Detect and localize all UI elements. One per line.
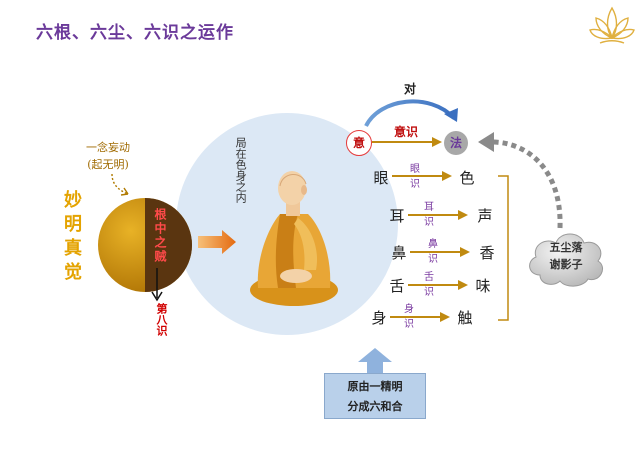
- eighth-consciousness: 第八识: [155, 303, 168, 336]
- arrow-icon: [408, 210, 468, 220]
- dotted-arrow-icon: [111, 173, 129, 196]
- organ-body: 身: [371, 309, 387, 327]
- consciousness-tongue: 舌识: [424, 272, 434, 298]
- object-form: 色: [459, 169, 475, 187]
- orb-label: 根中之贼: [153, 208, 167, 264]
- dharma-node: 法: [444, 131, 468, 155]
- arrow-icon: [390, 312, 450, 322]
- object-sound: 声: [477, 207, 493, 225]
- organ-tongue: 舌: [389, 277, 405, 295]
- object-smell: 香: [479, 244, 495, 262]
- monk-figure: [250, 171, 338, 306]
- consciousness-eye: 眼识: [410, 164, 420, 190]
- arrow-icon: [410, 247, 470, 257]
- mind-consciousness: 意识: [394, 125, 419, 139]
- arrow-icon: [408, 280, 468, 290]
- object-touch: 触: [457, 309, 473, 327]
- arrow-icon: [198, 230, 236, 254]
- consciousness-ear: 耳识: [424, 202, 434, 228]
- body-note: 局在色身之内: [234, 137, 248, 203]
- cloud-icon: [529, 233, 603, 287]
- arrow-icon: [372, 137, 442, 147]
- bracket: [498, 175, 509, 321]
- page-title: 六根、六尘、六识之运作: [36, 23, 234, 43]
- origin-box: 原由一精明 分成六和合: [324, 373, 426, 419]
- curved-arrow-icon: [364, 99, 458, 128]
- mind-node: 意: [346, 130, 372, 156]
- consciousness-nose: 鼻识: [428, 239, 438, 265]
- consciousness-body: 身识: [404, 304, 414, 330]
- lotus-icon: [589, 6, 635, 44]
- dotted-arrow-icon: [478, 132, 563, 229]
- cloud-text: 五尘落 谢影子: [549, 241, 583, 271]
- object-taste: 味: [475, 277, 491, 295]
- dui-label: 对: [404, 82, 417, 96]
- miaoming-label: 妙明真觉: [61, 190, 82, 286]
- organ-nose: 鼻: [391, 244, 407, 262]
- organ-ear: 耳: [389, 207, 405, 225]
- down-arrow-icon: [151, 268, 163, 302]
- thought-note: 一念妄动 (起无明): [86, 141, 130, 171]
- organ-eye: 眼: [373, 169, 389, 187]
- up-arrow-icon: [358, 348, 392, 374]
- arrow-icon: [392, 171, 452, 181]
